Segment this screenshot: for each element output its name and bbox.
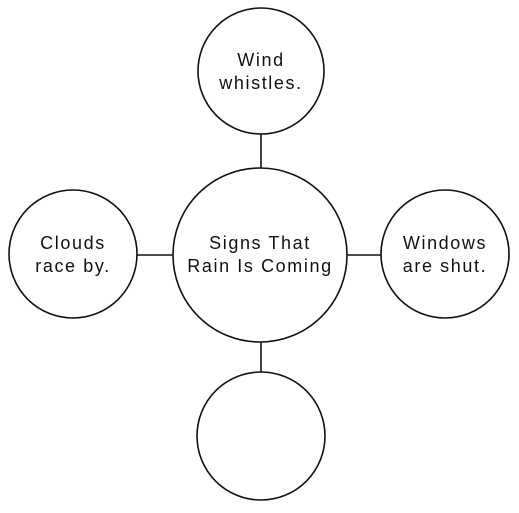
center-node: Signs That Rain Is Coming (172, 167, 348, 343)
top-node-circle (197, 7, 325, 135)
right-node: Windows are shut. (380, 189, 510, 319)
bottom-node-circle (196, 371, 326, 501)
left-node-circle (8, 189, 138, 319)
center-node-line-2: Rain Is Coming (187, 256, 332, 276)
left-node-line-2: race by. (35, 256, 111, 276)
right-node-line-2: are shut. (403, 256, 487, 276)
right-node-line-1: Windows (403, 233, 487, 253)
left-node: Clouds race by. (8, 189, 138, 319)
bottom-node (196, 371, 326, 501)
top-node-line-1: Wind (237, 50, 284, 70)
center-node-circle (172, 167, 348, 343)
left-node-line-1: Clouds (40, 233, 106, 253)
top-node-line-2: whistles. (218, 73, 302, 93)
top-node: Wind whistles. (197, 7, 325, 135)
right-node-circle (380, 189, 510, 319)
center-node-line-1: Signs That (209, 233, 311, 253)
